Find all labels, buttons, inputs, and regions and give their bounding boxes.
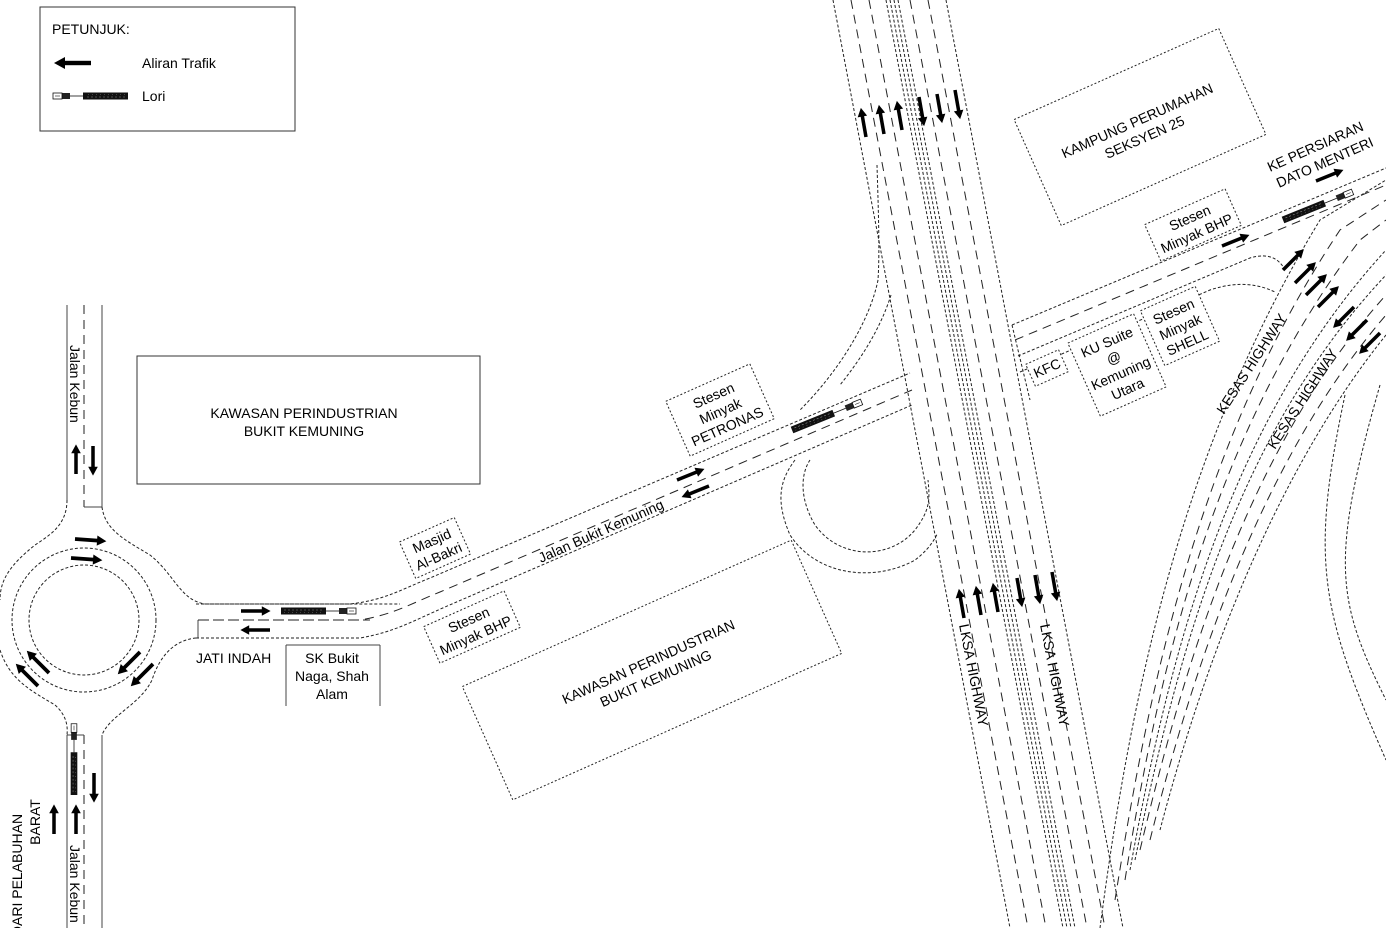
direction-from-west-port: DARI PELABUHAN BARAT <box>9 799 43 928</box>
roundabout <box>0 305 400 928</box>
interchange-ramps <box>780 164 938 574</box>
traffic-arrow-icon <box>675 464 707 485</box>
road-label-jalan-kebun-north: Jalan Kebun <box>67 345 83 423</box>
place-kfc: KFC <box>1025 349 1069 387</box>
traffic-arrow-icon <box>1291 258 1320 287</box>
traffic-arrow-icon <box>914 96 929 127</box>
traffic-arrow-icon <box>932 93 947 124</box>
legend-label-lorry: Lori <box>142 88 165 104</box>
traffic-arrow-icon <box>70 552 103 566</box>
place-sk-line2: Naga, Shah <box>295 668 369 684</box>
road-label-kesas-1: KESAS HIGHWAY <box>1213 310 1290 416</box>
traffic-arrow-icon <box>1030 574 1045 605</box>
traffic-arrow-icon <box>1329 303 1358 332</box>
traffic-arrow-icon <box>892 100 907 131</box>
traffic-arrow-icon <box>1302 270 1331 299</box>
traffic-arrow-icon <box>988 582 1003 613</box>
road-label-kesas-2: KESAS HIGHWAY <box>1264 345 1341 451</box>
place-ku-suite: KU Suite @ Kemuning Utara <box>1067 313 1167 417</box>
traffic-arrow-icon <box>1342 316 1371 345</box>
traffic-arrow-icon <box>1314 282 1343 311</box>
traffic-arrow-icon <box>88 446 98 476</box>
traffic-arrow-icon <box>971 585 986 616</box>
traffic-arrow-icon <box>1012 577 1027 608</box>
place-masjid: Masjid Al-Bakri <box>398 516 472 580</box>
area-industrial-north-line1: KAWASAN PERINDUSTRIAN <box>210 405 397 421</box>
legend-label-traffic: Aliran Trafik <box>142 55 217 71</box>
place-sk-line1: SK Bukit <box>305 650 359 666</box>
place-bhp-east: Stesen Minyak BHP <box>1144 188 1242 262</box>
traffic-arrow-icon <box>1220 230 1252 251</box>
legend: PETUNJUK: Aliran Trafik Lori <box>39 6 296 132</box>
area-industrial-north: KAWASAN PERINDUSTRIAN BUKIT KEMUNING <box>136 355 481 485</box>
traffic-arrow-icon <box>49 804 59 834</box>
area-kampung: KAMPUNG PERUMAHAN SEKSYEN 25 <box>1013 27 1267 227</box>
place-jati-indah: JATI INDAH <box>196 650 271 666</box>
traffic-arrow-icon <box>954 588 969 619</box>
direction-from-west-port-line1: DARI PELABUHAN <box>9 814 25 928</box>
traffic-arrow-icon <box>241 606 271 616</box>
lorry-icon <box>52 92 129 100</box>
persiaran-road <box>1011 167 1386 401</box>
place-bhp-west: Stesen Minyak BHP <box>423 590 521 664</box>
traffic-arrow-icon <box>12 660 42 690</box>
place-petronas: Stesen Minyak PETRONAS <box>665 363 775 457</box>
road-label-jalan-bukit-kemuning: Jalan Bukit Kemuning <box>536 496 666 566</box>
traffic-arrow-icon <box>114 648 144 678</box>
traffic-arrow-icon <box>1279 245 1308 274</box>
traffic-arrow-icon <box>1047 571 1062 602</box>
traffic-arrow-icon <box>240 625 270 635</box>
place-shell: Stesen Minyak SHELL <box>1139 285 1221 367</box>
road-label-lksa-2: LKSA HIGHWAY <box>1037 623 1073 729</box>
traffic-arrow-icon <box>89 773 99 803</box>
traffic-arrow-icon <box>950 89 965 120</box>
lorry-icon <box>70 723 78 796</box>
traffic-arrow-icon <box>74 533 107 547</box>
kesas-highway-road <box>1099 179 1386 928</box>
area-industrial-south: KAWASAN PERINDUSTRIAN BUKIT KEMUNING <box>461 539 843 801</box>
place-ku-suite-line2: @ <box>1104 347 1123 367</box>
jalan-bukit-kemuning-road <box>196 372 913 639</box>
lorry-icon <box>280 607 357 615</box>
place-sk-bukit-naga: SK Bukit Naga, Shah Alam <box>285 644 381 706</box>
traffic-arrow-icon <box>127 660 157 690</box>
area-industrial-north-line2: BUKIT KEMUNING <box>244 423 364 439</box>
direction-from-west-port-line2: BARAT <box>27 799 43 845</box>
traffic-arrow-icon <box>874 104 889 135</box>
traffic-arrow-icon <box>71 804 81 834</box>
lksa-highway-road <box>832 0 1124 928</box>
traffic-arrow-icon <box>71 444 81 474</box>
place-sk-line3: Alam <box>316 686 348 702</box>
lorry-icon <box>1281 188 1355 224</box>
legend-title: PETUNJUK: <box>52 21 130 37</box>
road-label-jalan-kebun-south: Jalan Kebun <box>67 845 83 923</box>
